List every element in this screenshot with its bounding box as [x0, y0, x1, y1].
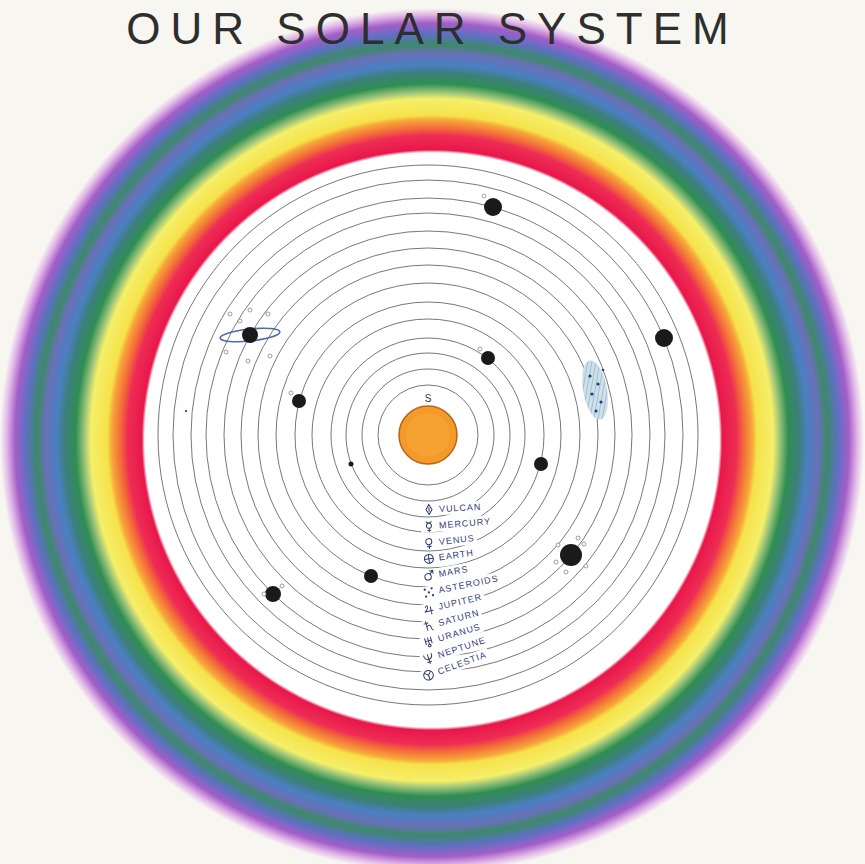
- legend-label: VULCAN: [439, 502, 482, 514]
- orbits: [158, 165, 698, 705]
- color-rings: [0, 8, 864, 864]
- sun-letter: S: [424, 393, 433, 404]
- sun: [399, 406, 457, 464]
- planet-symbol: [422, 536, 435, 549]
- saturn: [220, 308, 281, 363]
- asteroid-belt: [578, 358, 612, 421]
- planet-symbol: [422, 585, 436, 599]
- planet-symbol: [423, 503, 436, 516]
- sun-glow: [406, 413, 450, 457]
- planet-symbol: [421, 618, 436, 633]
- moons: [262, 194, 588, 596]
- planet-symbol: [423, 520, 436, 533]
- planets: [185, 198, 673, 602]
- planet-symbol: [422, 569, 436, 583]
- legend-label: VENUS: [438, 533, 475, 547]
- planet-symbol: [422, 552, 436, 566]
- planet-symbol: [422, 602, 436, 616]
- title: OUR SOLAR SYSTEM: [0, 4, 865, 54]
